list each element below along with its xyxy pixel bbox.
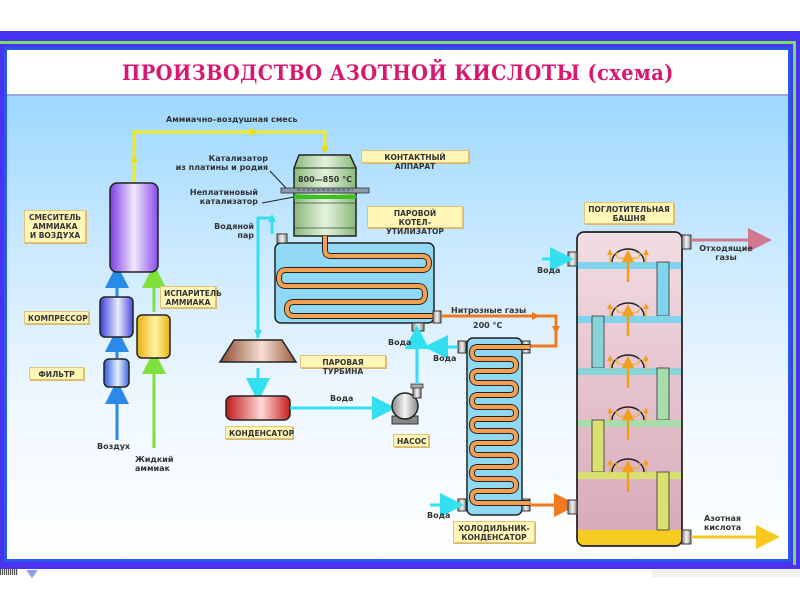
label-condenser: КОНДЕНСАТОР	[225, 426, 294, 439]
label-compressor: КОМПРЕССОР	[24, 311, 89, 324]
gas-bubble-arrow	[615, 409, 625, 417]
bubble-cap	[611, 302, 645, 317]
steam-arrow	[268, 214, 276, 222]
note-liquid-ammonia: Жидкий аммиак	[135, 455, 174, 473]
tower-downcomer	[591, 315, 605, 369]
note-catalyst-pt: Катализатор из платины и родия	[175, 154, 268, 172]
cooler-water-inlet	[457, 498, 467, 512]
frame-stripe	[0, 41, 796, 565]
cooler-condenser	[457, 337, 531, 516]
steam-outlet-nozzle	[276, 233, 288, 244]
label-contact-apparatus: КОНТАКТНЫЙ АППАРАТ	[361, 150, 469, 171]
note-gas-temperature: 200 °С	[473, 321, 503, 330]
label-turbine: ПАРОВАЯ ТУРБИНА	[300, 355, 386, 376]
compressor	[99, 296, 134, 338]
tower-gas-inlet	[567, 499, 578, 515]
note-waste-gases: Отходящие газы	[699, 244, 753, 262]
mixture-arrow	[250, 128, 258, 136]
bubble-cap	[611, 248, 645, 263]
gas-bubble-arrow	[615, 305, 625, 313]
mixture-arrow	[321, 146, 329, 154]
condenser	[225, 395, 291, 421]
mixture-stream	[130, 128, 329, 183]
gas-bubble-arrow	[615, 461, 625, 469]
tower-downcomer	[656, 367, 670, 421]
cooler-water-outlet	[457, 340, 467, 354]
tower-tray	[578, 316, 681, 323]
note-water-cooler-out: Вода	[433, 354, 457, 363]
page-title: ПРОИЗВОДСТВО АЗОТНОЙ КИСЛОТЫ (схема)	[121, 59, 674, 85]
gas-bubble-arrow	[631, 251, 641, 259]
note-mixture: Аммиачно–воздушная смесь	[166, 115, 298, 124]
tower-tray	[578, 262, 681, 269]
non-platinum-catalyst-layer	[294, 195, 356, 199]
note-water-cooler-in: Вода	[427, 511, 451, 520]
status-bar-right	[652, 569, 800, 577]
gas-bubble-arrow	[631, 357, 641, 365]
label-evaporator: ИСПАРИТЕЛЬ АММИАКА	[160, 286, 222, 308]
boiler-coil	[276, 236, 434, 318]
tower-water-inlet	[567, 251, 578, 267]
note-air: Воздух	[97, 442, 131, 451]
tower-acid-outlet	[681, 529, 692, 545]
steam-arrow	[254, 330, 262, 338]
mixer-vessel	[109, 182, 159, 273]
gas-bubble-arrow	[615, 357, 625, 365]
filter	[103, 358, 130, 388]
title-bar: ПРОИЗВОДСТВО АЗОТНОЙ КИСЛОТЫ (схема)	[7, 50, 788, 96]
tower-downcomer	[591, 419, 605, 473]
pump	[391, 383, 424, 425]
note-nitrous-gases: Нитрозные газы	[451, 306, 527, 315]
label-pump: НАСОС	[393, 434, 429, 447]
steam-stream	[246, 214, 276, 402]
gas-bubble-arrow	[615, 251, 625, 259]
bubble-cap	[611, 458, 645, 473]
tower-gas-outlet	[681, 234, 692, 250]
steam-turbine	[218, 339, 298, 363]
nitrous-gas-stream	[441, 312, 560, 348]
mixture-arrow	[130, 156, 138, 162]
label-cooler: ХОЛОДИЛЬНИК- КОНДЕНСАТОР	[453, 521, 535, 543]
note-nitric-acid: Азотная кислота	[704, 514, 742, 532]
label-mixer: СМЕСИТЕЛЬ АММИАКА И ВОЗДУХА	[24, 210, 86, 243]
note-water-condenser: Вода	[330, 394, 354, 403]
cooler-coil	[469, 345, 530, 505]
status-bar-left	[0, 569, 18, 575]
label-boiler: ПАРОВОЙ КОТЕЛ–УТИЛИЗАТОР	[367, 206, 463, 236]
tower-downcomer	[656, 261, 670, 317]
contact-temperature: 800—850 °С	[298, 175, 352, 184]
bubble-cap	[611, 406, 645, 421]
bubble-cap	[611, 354, 645, 369]
gas-bubble-arrow	[631, 305, 641, 313]
note-water-absorber: Вода	[537, 266, 561, 275]
water-inlet-nozzle	[411, 322, 425, 332]
ammonia-evaporator	[136, 314, 171, 359]
label-absorber: ПОГЛОТИТЕЛЬНАЯ БАШНЯ	[584, 202, 674, 224]
label-filter: ФИЛЬТР	[29, 367, 84, 380]
tower-tray	[578, 420, 681, 427]
gas-bubble-arrow	[631, 461, 641, 469]
note-water-boiler: Вода	[388, 338, 412, 347]
gas-bubble-arrow	[631, 409, 641, 417]
tower-tray	[578, 472, 681, 479]
steam-line	[256, 216, 274, 338]
note-catalyst-non-pt: Неплатиновый катализатор	[189, 188, 258, 206]
note-steam: Водяной пар	[214, 222, 254, 240]
absorption-tower	[567, 231, 692, 547]
waste-heat-boiler	[274, 233, 442, 332]
contact-apparatus	[261, 154, 370, 237]
tower-downcomer	[656, 471, 670, 531]
pointer-marker	[26, 570, 38, 578]
tower-tray	[578, 368, 681, 375]
platinum-catalyst-gauze	[280, 187, 370, 194]
